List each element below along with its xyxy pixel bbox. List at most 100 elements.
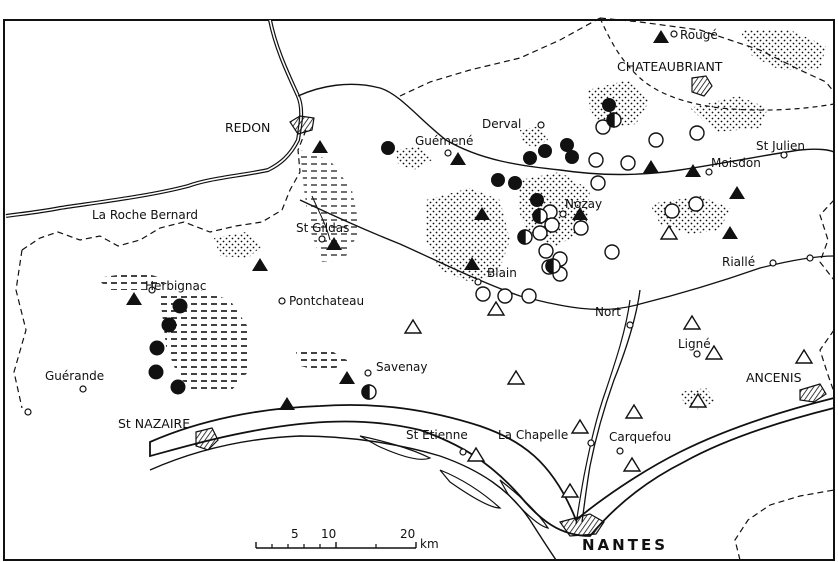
loire-islands xyxy=(359,435,550,529)
filled-triangle xyxy=(252,258,268,271)
filled-circle xyxy=(149,340,165,356)
filled-circle xyxy=(148,364,164,380)
filled-triangle xyxy=(729,186,745,199)
forest-derval xyxy=(520,126,548,148)
label-carquefou: Carquefou xyxy=(609,430,671,444)
ancenis-urban xyxy=(799,383,827,403)
open-circle xyxy=(544,217,560,233)
label-st-gildas: St Gildas xyxy=(296,221,349,235)
label-guerande: Guérande xyxy=(45,369,104,383)
label-nort: Nort xyxy=(595,305,621,319)
open-circle xyxy=(604,244,620,260)
loire-south-bank xyxy=(149,435,557,561)
open-triangle xyxy=(688,392,708,408)
filled-circle xyxy=(172,298,188,314)
label-la-chapelle: La Chapelle xyxy=(498,428,568,442)
filled-triangle xyxy=(339,371,355,384)
filled-circle xyxy=(381,141,395,155)
filled-triangle xyxy=(279,397,295,410)
half-circle xyxy=(517,229,533,245)
open-circle-group xyxy=(475,119,705,304)
open-triangle xyxy=(682,314,702,330)
open-circle xyxy=(689,125,705,141)
open-circle xyxy=(532,225,548,241)
open-triangle xyxy=(659,224,679,240)
filled-circle xyxy=(491,173,505,187)
filled-triangle xyxy=(312,140,328,153)
savenay-marsh xyxy=(296,350,350,372)
label-guemene: Guémené xyxy=(415,134,473,148)
filled-circle xyxy=(508,176,522,190)
filled-circle xyxy=(530,193,544,207)
label-rialle: Riallé xyxy=(722,255,755,269)
filled-triangle xyxy=(126,292,142,305)
scale-tick-10: 10 xyxy=(321,527,336,541)
scale-unit: km xyxy=(420,537,439,551)
open-circle xyxy=(590,175,606,191)
label-st-etienne: St Etienne xyxy=(406,428,468,442)
label-savenay: Savenay xyxy=(376,360,428,374)
open-circle xyxy=(573,220,589,236)
forest-center xyxy=(396,146,432,170)
forest-chateaubriant xyxy=(588,80,650,128)
half-circle xyxy=(532,208,548,224)
don-river xyxy=(297,83,835,176)
label-la-roche-bernard: La Roche Bernard xyxy=(92,208,198,222)
label-herbignac: Herbignac xyxy=(145,279,206,293)
half-circle-group xyxy=(361,112,622,400)
filled-circle xyxy=(538,144,552,158)
filled-triangle-group xyxy=(126,30,745,410)
open-circle xyxy=(595,119,611,135)
filled-circle xyxy=(602,98,616,112)
filled-triangle xyxy=(450,152,466,165)
label-rouge: Rougé xyxy=(680,28,718,42)
st-gildas-marsh xyxy=(300,150,360,262)
label-nozay: Nozay xyxy=(565,197,602,211)
map-frame xyxy=(3,19,835,561)
nantes-urban xyxy=(559,513,605,537)
redon-urban xyxy=(289,115,315,135)
filled-circle xyxy=(560,138,574,152)
forest-east xyxy=(690,96,768,132)
open-circle xyxy=(538,243,554,259)
half-circle xyxy=(361,384,377,400)
filled-triangle xyxy=(572,207,588,220)
filled-circle xyxy=(523,151,537,165)
open-triangle xyxy=(486,300,506,316)
open-circle xyxy=(497,288,513,304)
open-triangle xyxy=(794,348,814,364)
filled-triangle xyxy=(464,257,480,270)
label-nantes: NANTES xyxy=(582,536,668,554)
label-ligne: Ligné xyxy=(678,337,711,351)
filled-triangle xyxy=(643,160,659,173)
open-triangle xyxy=(570,418,590,434)
open-triangle xyxy=(622,456,642,472)
label-chateaubriant: CHATEAUBRIANT xyxy=(617,59,723,74)
st-nazaire-urban xyxy=(195,427,219,451)
scale-tick-5: 5 xyxy=(291,527,299,541)
label-pontchateau: Pontchateau xyxy=(289,294,364,308)
filled-circle xyxy=(565,150,579,164)
scale-tick-20: 20 xyxy=(400,527,415,541)
open-triangle-group xyxy=(403,224,814,498)
filled-circle xyxy=(161,317,177,333)
town-markers xyxy=(24,30,814,456)
filled-circle-group xyxy=(148,98,616,395)
filled-triangle xyxy=(653,30,669,43)
chateaubriant-urban xyxy=(691,75,713,97)
label-ancenis: ANCENIS xyxy=(746,370,802,385)
open-triangle xyxy=(704,344,724,360)
label-st-julien: St Julien xyxy=(756,139,805,153)
loire-estuary xyxy=(149,396,835,537)
open-triangle xyxy=(560,482,580,498)
open-triangle xyxy=(506,369,526,385)
label-derval: Derval xyxy=(482,117,521,131)
label-moisdon: Moisdon xyxy=(711,156,761,170)
briere-marsh xyxy=(160,290,250,394)
half-circle xyxy=(545,258,561,274)
open-circle xyxy=(688,196,704,212)
open-circle xyxy=(664,203,680,219)
filled-triangle xyxy=(474,207,490,220)
half-circle xyxy=(606,112,622,128)
herbignac-marsh xyxy=(96,272,170,290)
